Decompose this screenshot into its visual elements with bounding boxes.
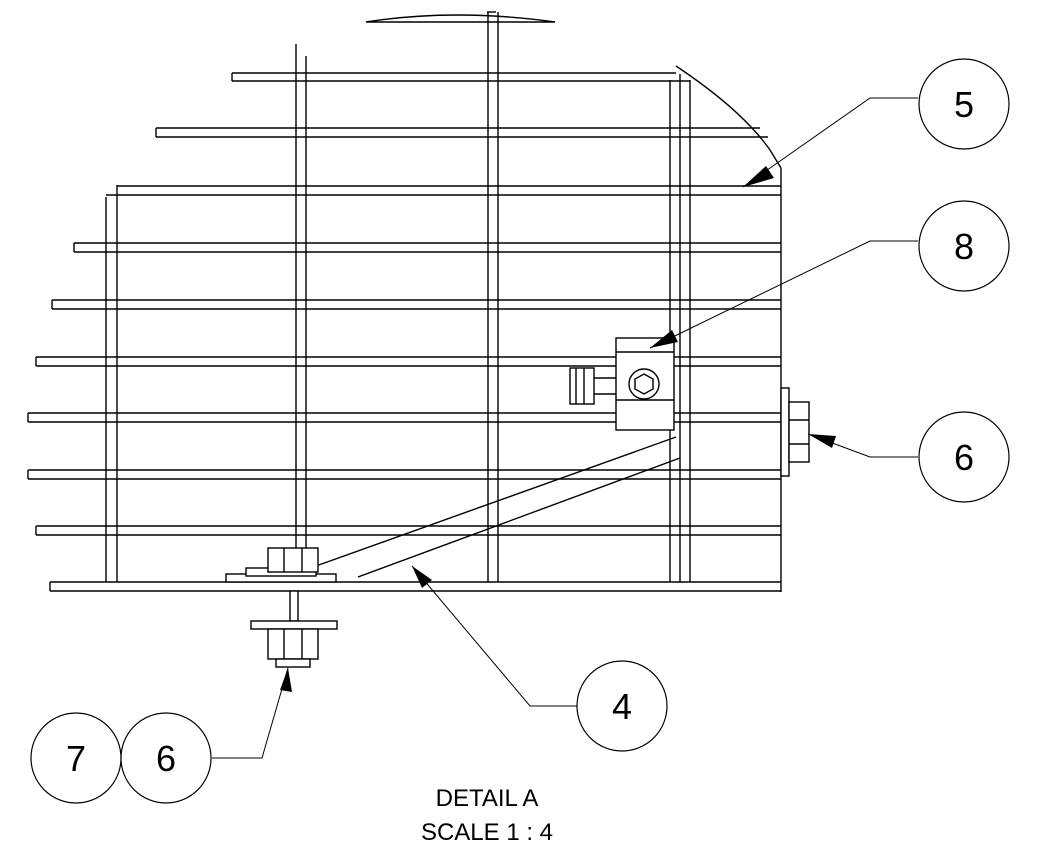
balloon-8: 8 (918, 200, 1010, 292)
balloon-5: 5 (918, 58, 1010, 150)
balloon-7: 7 (30, 712, 122, 804)
grating-body (27, 11, 782, 592)
balloon-4: 4 (576, 660, 668, 752)
balloon-6-right: 6 (918, 411, 1010, 503)
right-bolt (780, 387, 810, 477)
balloon-4-label: 4 (612, 686, 632, 727)
detail-title: DETAIL A (436, 785, 539, 812)
bottom-bolt (250, 547, 338, 668)
balloon-6-bottom: 6 (120, 712, 212, 804)
detail-caption: DETAIL A SCALE 1 : 4 (421, 785, 553, 846)
balloon-7-label: 7 (66, 738, 86, 779)
detail-scale: SCALE 1 : 4 (421, 819, 553, 846)
leader-lines (212, 97, 918, 759)
balloon-6-bottom-label: 6 (156, 738, 176, 779)
balloon-5-label: 5 (954, 84, 974, 125)
clamp-bracket (569, 337, 675, 431)
balloon-8-label: 8 (954, 226, 974, 267)
balloon-6-right-label: 6 (954, 437, 974, 478)
